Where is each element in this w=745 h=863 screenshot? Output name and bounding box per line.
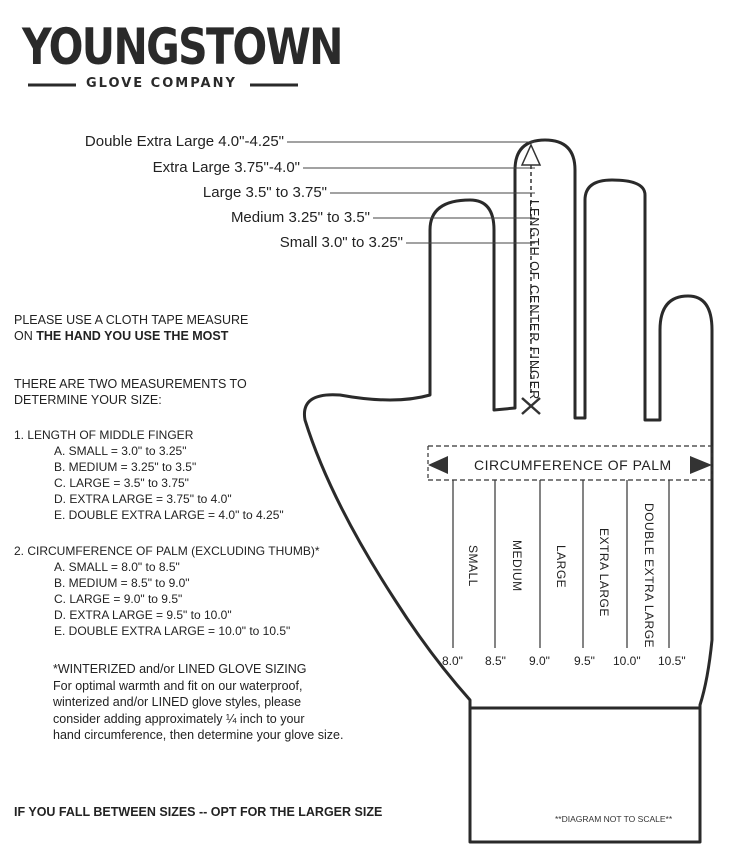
finger-size-s: Small 3.0" to 3.25" <box>279 234 403 251</box>
palm-size-double-extra-large: DOUBLE EXTRA LARGE <box>642 503 656 649</box>
list-item: C. LARGE = 3.5" to 3.75" <box>54 476 189 490</box>
instructions-intro: THERE ARE TWO MEASUREMENTS TO DETERMINE … <box>14 377 247 407</box>
palm-tick: 9.5" <box>574 654 595 668</box>
winterized-line: consider adding approximately ¼ inch to … <box>53 711 305 726</box>
palm-tick: 10.0" <box>613 654 641 668</box>
palm-section: 2. CIRCUMFERENCE OF PALM (EXCLUDING THUM… <box>14 543 320 639</box>
list-item: B. MEDIUM = 8.5" to 9.0" <box>54 576 190 590</box>
middle-finger-section: 1. LENGTH OF MIDDLE FINGER A. SMALL = 3.… <box>14 427 284 523</box>
instructions-tape: PLEASE USE A CLOTH TAPE MEASURE ON THE H… <box>14 313 249 343</box>
list-item: D. EXTRA LARGE = 9.5" to 10.0" <box>54 608 232 622</box>
palm-size-large: LARGE <box>554 545 568 589</box>
list-item: E. DOUBLE EXTRA LARGE = 4.0" to 4.25" <box>54 508 284 522</box>
finger-size-leaders <box>287 141 535 244</box>
palm-heading: 2. CIRCUMFERENCE OF PALM (EXCLUDING THUM… <box>14 544 320 558</box>
logo-rule <box>28 83 298 87</box>
middle-finger-heading: 1. LENGTH OF MIDDLE FINGER <box>14 428 194 442</box>
footer-note: **DIAGRAM NOT TO SCALE** <box>555 814 673 824</box>
palm-tick: 8.0" <box>442 654 463 668</box>
finger-size-xl: Extra Large 3.75"-4.0" <box>152 159 300 176</box>
winterized-section: *WINTERIZED and/or LINED GLOVE SIZING Fo… <box>53 661 343 744</box>
palm-label: CIRCUMFERENCE OF PALM <box>474 457 672 473</box>
list-item: B. MEDIUM = 3.25" to 3.5" <box>54 460 197 474</box>
winterized-line: hand circumference, then determine your … <box>53 728 344 742</box>
list-item: E. DOUBLE EXTRA LARGE = 10.0" to 10.5" <box>54 624 291 638</box>
center-finger-label: LENGTH OF CENTER FINGER <box>527 200 541 401</box>
winterized-heading: *WINTERIZED and/or LINED GLOVE SIZING <box>53 662 307 676</box>
list-item: D. EXTRA LARGE = 3.75" to 4.0" <box>54 492 232 506</box>
list-item: A. SMALL = 3.0" to 3.25" <box>54 444 187 458</box>
palm-scale-lines <box>452 480 670 648</box>
palm-tick: 9.0" <box>529 654 550 668</box>
center-finger-arrow <box>520 143 542 415</box>
winterized-line: winterized and/or LINED glove styles, pl… <box>53 695 302 709</box>
palm-size-medium: MEDIUM <box>510 540 524 592</box>
palm-tick: 8.5" <box>485 654 506 668</box>
finger-size-2xl: Double Extra Large 4.0"-4.25" <box>84 133 284 150</box>
logo-wordmark: YOUNGSTOWN <box>22 18 343 76</box>
footer-advice: IF YOU FALL BETWEEN SIZES -- OPT FOR THE… <box>14 805 383 819</box>
palm-size-small: SMALL <box>466 545 480 587</box>
list-item: C. LARGE = 9.0" to 9.5" <box>54 592 183 606</box>
palm-arrow-left <box>428 456 448 474</box>
palm-size-extra-large: EXTRA LARGE <box>597 528 611 617</box>
list-item: A. SMALL = 8.0" to 8.5" <box>54 560 180 574</box>
finger-size-l: Large 3.5" to 3.75" <box>202 184 327 201</box>
palm-arrow-right <box>690 456 712 474</box>
palm-tick: 10.5" <box>658 654 686 668</box>
winterized-line: For optimal warmth and fit on our waterp… <box>53 678 303 693</box>
glove-outline <box>302 138 714 844</box>
finger-size-m: Medium 3.25" to 3.5" <box>230 209 370 226</box>
palm-band <box>427 445 713 481</box>
logo-tagline: GLOVE COMPANY <box>86 76 237 91</box>
